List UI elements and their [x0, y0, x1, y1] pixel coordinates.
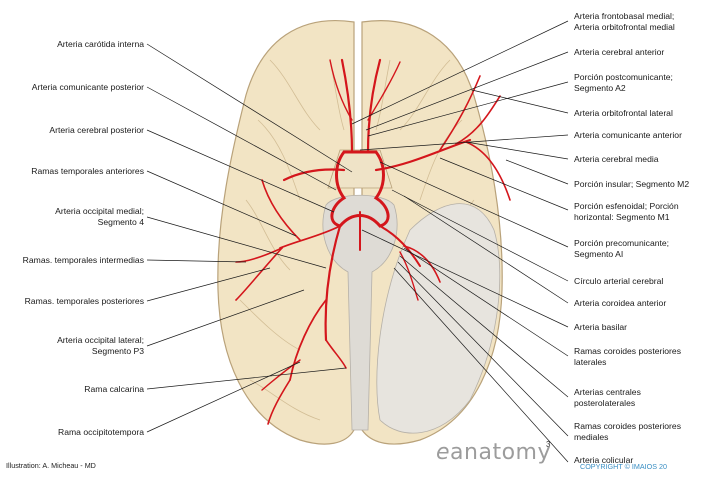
- label-comunicante-anterior: Arteria comunicante anterior: [574, 130, 682, 140]
- leader-lines: [146, 20, 569, 463]
- label-orbitofrontal-lateral: Arteria orbitofrontal lateral: [574, 108, 673, 118]
- label-coroides-post-med: Ramas coroides posteriores mediales: [574, 421, 681, 442]
- label-coroides-post-lat: Ramas coroides posteriores laterales: [574, 346, 681, 367]
- label-precomunicante: Porción precomunicante; Segmento AI: [574, 238, 670, 259]
- marker-number: 3: [546, 440, 551, 449]
- label-colicular: Arteria colicular: [574, 455, 634, 465]
- illustration-credit: Illustration: A. Micheau - MD: [6, 461, 96, 470]
- logo-e-mark: e: [436, 440, 451, 465]
- brainstem: [322, 194, 398, 431]
- label-circulo-arterial: Círculo arterial cerebral: [574, 276, 664, 286]
- brain-hemispheres: [217, 20, 503, 445]
- label-cerebral-media: Arteria cerebral media: [574, 154, 659, 164]
- label-centrales-posterolaterales: Arterias centrales posterolaterales: [574, 387, 641, 408]
- label-occipitotemporal: Rama occipitotempora: [58, 427, 144, 437]
- circle-of-willis: [330, 150, 390, 228]
- optic-chiasm: [327, 149, 393, 189]
- arteries: [235, 58, 511, 425]
- label-coroidea-anterior: Arteria coroidea anterior: [574, 298, 667, 308]
- copyright-notice: COPYRIGHT © IMAIOS 20: [580, 462, 668, 471]
- label-temporales-intermedias: Ramas. temporales intermedias: [22, 255, 144, 265]
- label-frontobasal: Arteria frontobasal medial; Arteria orbi…: [574, 11, 675, 32]
- label-insular: Porción insular; Segmento M2: [574, 179, 690, 189]
- label-carotida-interna: Arteria carótida interna: [57, 39, 144, 49]
- label-occipital-lateral: Arteria occipital lateral; Segmento P3: [57, 335, 144, 356]
- label-postcomunicante: Porción postcomunicante; Segmento A2: [574, 72, 673, 93]
- label-esfenoidal: Porción esfenoidal; Porción horizontal: …: [574, 201, 679, 222]
- label-calcarina: Rama calcarina: [84, 384, 144, 394]
- label-occipital-medial: Arteria occipital medial; Segmento 4: [55, 206, 144, 227]
- eanatomy-logo: eanatomy: [436, 440, 551, 465]
- label-basilar: Arteria basilar: [574, 322, 628, 332]
- logo-text: anatomy: [450, 440, 551, 465]
- left-hemisphere: [217, 20, 355, 445]
- label-comunicante-posterior: Arteria comunicante posterior: [31, 82, 144, 92]
- temporal-section: [376, 203, 501, 434]
- label-temporales-anteriores: Ramas temporales anteriores: [31, 166, 144, 176]
- label-cerebral-posterior: Arteria cerebral posterior: [49, 125, 144, 135]
- label-cerebral-anterior: Arteria cerebral anterior: [574, 47, 665, 57]
- label-temporales-posteriores: Ramas. temporales posteriores: [24, 296, 144, 306]
